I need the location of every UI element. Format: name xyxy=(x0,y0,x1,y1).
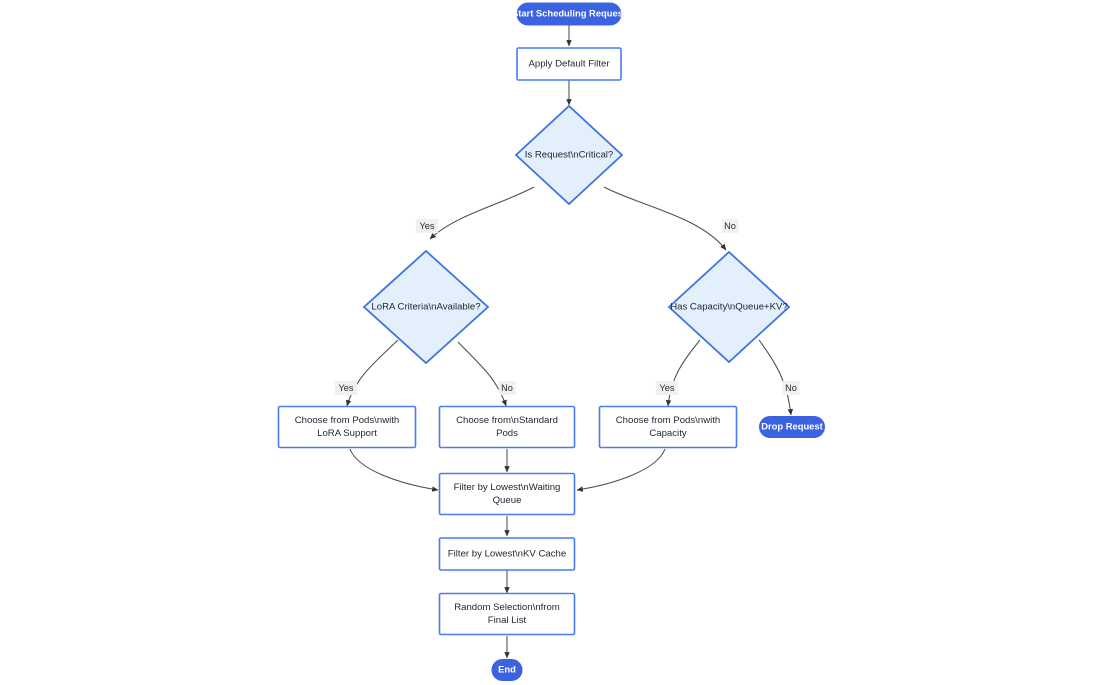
node-diamond-shape xyxy=(514,104,624,206)
flow-edge xyxy=(665,339,701,407)
node-label-text: Start Scheduling Request xyxy=(512,7,626,18)
node-rect-shape xyxy=(438,537,576,571)
flow-edge xyxy=(429,186,535,240)
edge-label-yes: Yes xyxy=(655,381,679,395)
edge-label-yes: Yes xyxy=(334,381,358,395)
node-label-text: LoRA Criteria\nAvailable? xyxy=(371,302,480,313)
edge-label-yes: Yes xyxy=(415,219,439,233)
node-label-text: Choose from Pods\nwith xyxy=(616,415,721,426)
flow-edge xyxy=(457,341,507,407)
node-pill-shape xyxy=(491,659,523,681)
node-rect-shape xyxy=(277,405,417,449)
edge-label-chip xyxy=(782,381,800,395)
node-rect-shape xyxy=(438,405,576,449)
flow-edge xyxy=(349,448,439,492)
flow-edge xyxy=(576,448,666,492)
node-label-text: Choose from Pods\nwith xyxy=(295,415,400,426)
node-rect-shape xyxy=(516,47,622,81)
node-label-text: Choose from\nStandard xyxy=(456,415,558,426)
node-pill-shape xyxy=(759,416,825,438)
node-label-text: Apply Default Filter xyxy=(528,59,610,70)
node-label-text: Filter by Lowest\nWaiting xyxy=(454,482,561,493)
edge-label-text: Yes xyxy=(339,383,354,393)
node-pill-shape xyxy=(516,2,622,26)
flow-edge xyxy=(758,339,794,416)
node-rect-shape xyxy=(438,592,576,636)
edge-label-chip xyxy=(415,219,439,233)
node-label-text: End xyxy=(498,663,516,674)
edge-label-chip xyxy=(498,381,516,395)
flow-node-lora_criteria_available[interactable]: LoRA Criteria\nAvailable? xyxy=(362,249,490,365)
edge-label-text: Yes xyxy=(660,383,675,393)
flow-node-has_capacity_queue_kv[interactable]: Has Capacity\nQueue+KV? xyxy=(667,250,791,364)
node-label-text: Has Capacity\nQueue+KV? xyxy=(670,302,788,313)
edge-label-no: No xyxy=(721,219,739,233)
node-label-text: Final List xyxy=(488,615,527,626)
edge-label-chip xyxy=(721,219,739,233)
node-diamond-shape xyxy=(667,250,791,364)
flow-edge xyxy=(345,339,399,407)
edge-label-text: No xyxy=(501,383,513,393)
edge-label-text: No xyxy=(785,383,797,393)
edge-label-no: No xyxy=(782,381,800,395)
flow-node-apply_default_filter[interactable]: Apply Default Filter xyxy=(516,47,622,81)
node-label-text: LoRA Support xyxy=(317,428,377,439)
edge-label-chip xyxy=(334,381,358,395)
node-diamond-shape xyxy=(362,249,490,365)
edges-layer xyxy=(345,25,794,659)
node-rect-shape xyxy=(438,472,576,516)
node-label-text: Filter by Lowest\nKV Cache xyxy=(448,549,566,560)
edge-label-no: No xyxy=(498,381,516,395)
node-label-text: Random Selection\nfrom xyxy=(454,602,560,613)
node-rect-shape xyxy=(598,405,738,449)
flow-node-end[interactable]: End xyxy=(491,659,523,681)
flow-node-filter_lowest_kv_cache[interactable]: Filter by Lowest\nKV Cache xyxy=(438,537,576,571)
node-label-text: Is Request\nCritical? xyxy=(525,150,614,161)
edge-label-text: No xyxy=(724,221,736,231)
flow-node-drop_request[interactable]: Drop Request xyxy=(759,416,825,438)
edge-label-chip xyxy=(655,381,679,395)
flow-node-start[interactable]: Start Scheduling Request xyxy=(512,2,626,26)
node-label-text: Pods xyxy=(496,428,518,439)
flow-node-is_request_critical[interactable]: Is Request\nCritical? xyxy=(514,104,624,206)
edge-label-text: Yes xyxy=(420,221,435,231)
flow-edge xyxy=(603,186,727,251)
node-label-text: Queue xyxy=(493,495,522,506)
node-label-text: Drop Request xyxy=(761,420,822,431)
node-label-text: Capacity xyxy=(649,428,687,439)
